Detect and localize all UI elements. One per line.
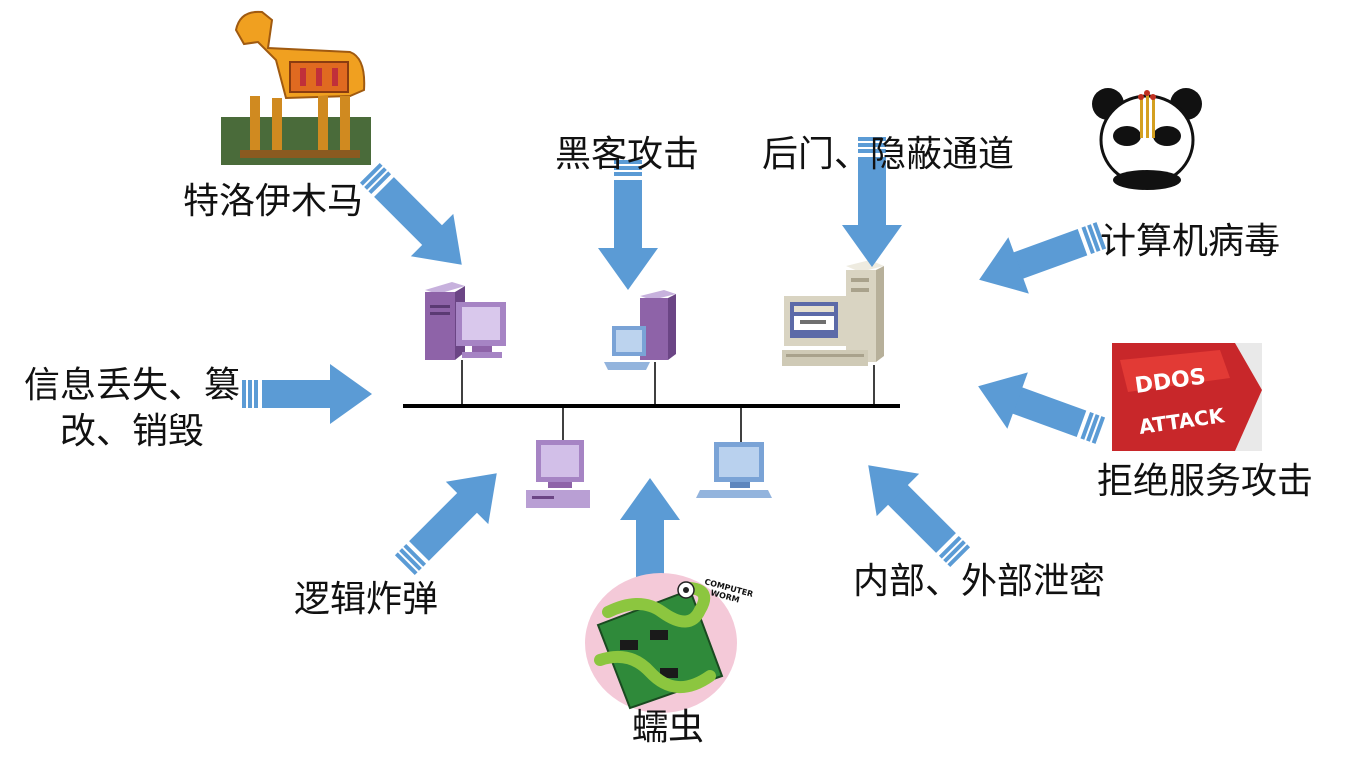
trojan-horse-image <box>221 5 371 165</box>
label-trojan: 特洛伊木马 <box>183 181 364 222</box>
label-computer-virus: 计算机病毒 <box>1100 221 1281 262</box>
label-backdoor: 后门、隐蔽通道 <box>762 134 1015 175</box>
ddos-attack-image: DDOS ATTACK <box>1112 343 1262 451</box>
label-denial-of-service: 拒绝服务攻击 <box>1097 461 1314 502</box>
computer-worm-image: COMPUTER WORM <box>585 573 754 713</box>
label-info-loss-line2: 改、销毁 <box>60 411 205 452</box>
computer-hacker-workstation <box>604 290 676 370</box>
label-data-leak: 内部、外部泄密 <box>853 561 1106 602</box>
arrow-trojan <box>348 151 483 286</box>
computer-tower-purple <box>425 282 506 360</box>
computer-beige-server <box>782 260 884 366</box>
computer-purple-desktop <box>526 440 590 508</box>
label-hacker-attack: 黑客攻击 <box>555 134 700 175</box>
arrow-virus <box>968 207 1112 308</box>
label-info-loss-line1: 信息丢失、篡 <box>24 365 241 406</box>
computer-blue-desktop <box>696 442 772 498</box>
arrow-info-loss <box>242 364 372 424</box>
arrow-hacker <box>598 160 658 290</box>
panda-virus-image <box>1092 88 1202 190</box>
arrow-dos <box>967 358 1111 459</box>
arrow-leak <box>847 444 982 579</box>
arrow-logic-bomb <box>383 452 518 587</box>
label-worm: 蠕虫 <box>632 707 705 748</box>
label-logic-bomb: 逻辑炸弹 <box>294 579 439 620</box>
